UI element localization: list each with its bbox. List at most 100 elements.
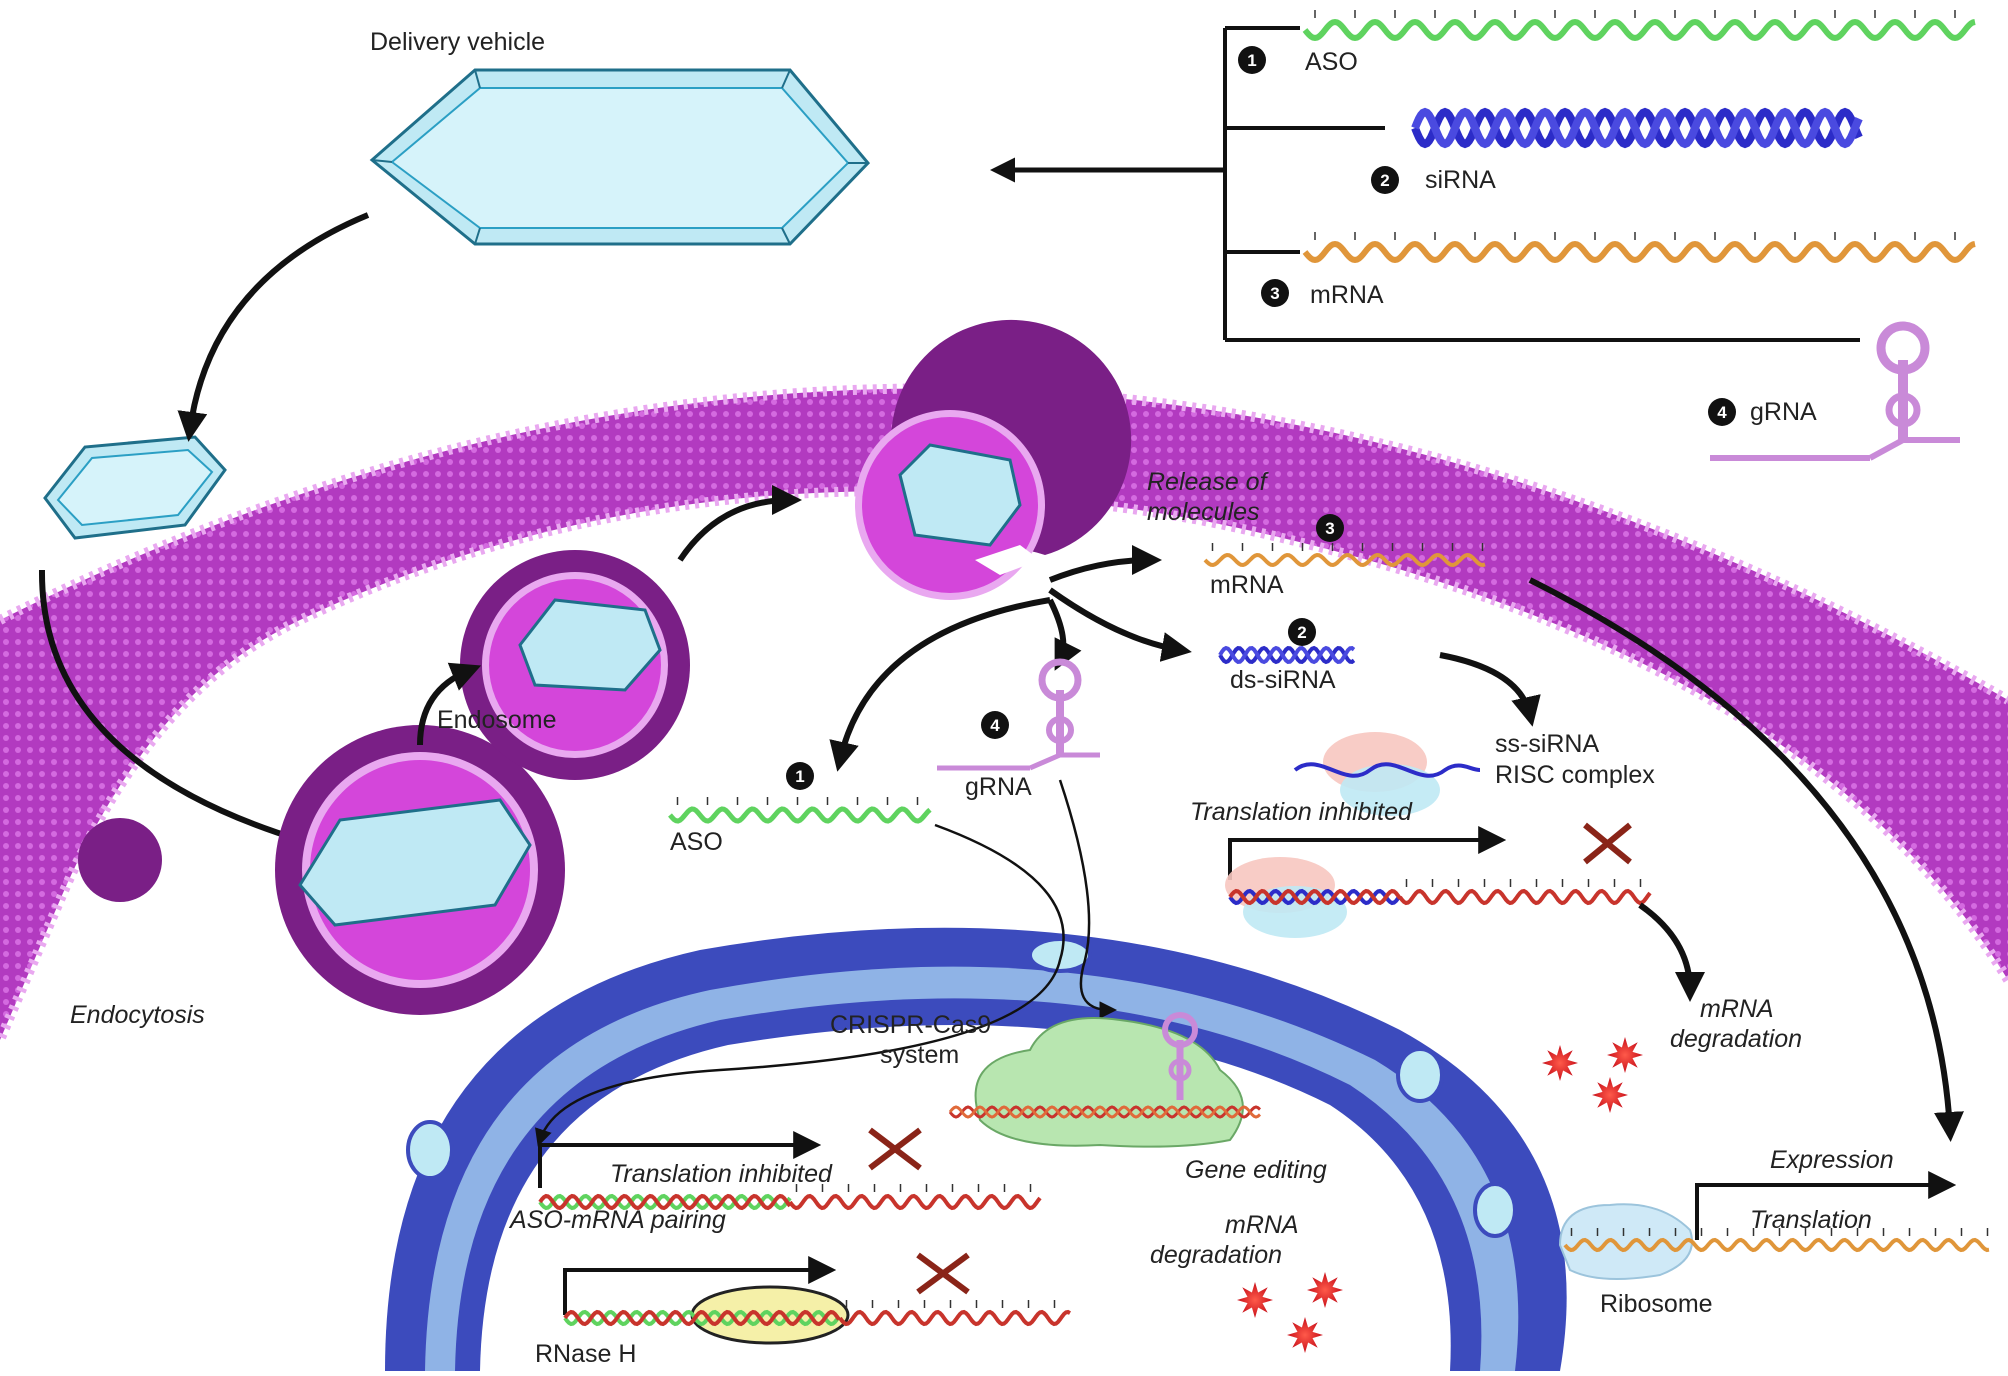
- mrna-strand: [1302, 232, 1976, 264]
- promoter-arrow-rnaseh: [563, 1256, 837, 1315]
- strand-path: [1411, 107, 1863, 149]
- expression-label: Expression: [1770, 1146, 1894, 1174]
- strand-path: [563, 1309, 841, 1327]
- degradation-star: [1607, 1037, 1643, 1073]
- aso-label: ASO: [670, 828, 723, 856]
- payload-badge-2: 2: [1371, 166, 1399, 194]
- svg-text:4: 4: [1717, 403, 1727, 422]
- degradation-stars-cyto: [1542, 1037, 1643, 1113]
- svg-text:3: 3: [1270, 284, 1279, 303]
- arrow-sirna-risc: [1439, 652, 1541, 727]
- arrow-crystal-shrink: [177, 212, 370, 442]
- payload-label-mrna: mRNA: [1310, 281, 1384, 309]
- endocytosis-label: Endocytosis: [70, 1001, 205, 1029]
- promoter-arrow-cyto: [1228, 826, 1507, 880]
- nuc-degradation-line2: degradation: [1150, 1241, 1282, 1269]
- grna-structure-top: [1710, 321, 1960, 461]
- sirna-helix: [1411, 107, 1863, 149]
- strand-path: [838, 1309, 1071, 1327]
- release-label-line1: Release of: [1147, 468, 1270, 496]
- payload-badge-1: 1: [1238, 46, 1266, 74]
- release-label-line2: molecules: [1147, 498, 1260, 526]
- ribosome-label: Ribosome: [1600, 1290, 1713, 1318]
- promoter-arrow-aso: [538, 1131, 822, 1188]
- cyto-ds-sirna: [1218, 645, 1356, 665]
- risc-label: RISC complex: [1495, 761, 1655, 789]
- strand-path: [1203, 552, 1486, 568]
- arrow-to-degradation: [1638, 902, 1705, 1002]
- svg-text:2: 2: [1297, 623, 1306, 642]
- arrow-to-endosome: [417, 662, 482, 746]
- payload-badge-3: 3: [1261, 279, 1289, 307]
- endosome-bud: [275, 725, 565, 1015]
- crispr-target-dna: [948, 1105, 1262, 1119]
- strand-path: [1228, 888, 1402, 906]
- strand-path: [1218, 645, 1356, 665]
- strand-path: [668, 806, 932, 824]
- cyto-aso-strand: [668, 797, 932, 824]
- nuc-degradation-line1: mRNA: [1225, 1211, 1299, 1239]
- payload-bracket: [990, 26, 1860, 342]
- strand-path: [788, 1193, 1042, 1211]
- ss-sirna-label: ss-siRNA: [1495, 730, 1599, 758]
- cyto-target-mrna: [1228, 879, 1652, 906]
- cross-aso: [868, 1127, 922, 1171]
- crispr-label-line1: CRISPR-Cas9: [830, 1011, 991, 1039]
- strand-path: [563, 1309, 841, 1327]
- promoter-arrow-expression: [1695, 1171, 1957, 1240]
- delivery-vehicle-label: Delivery vehicle: [370, 28, 545, 56]
- risc-complex: [1293, 732, 1481, 816]
- svg-text:1: 1: [795, 767, 804, 786]
- arrow-grna-nucleus: [1058, 779, 1117, 1019]
- cyto-grna: [937, 658, 1100, 771]
- degradation-star: [1542, 1045, 1578, 1081]
- svg-text:4: 4: [990, 716, 1000, 735]
- strand-path: [538, 1193, 792, 1211]
- payload-label-grna: gRNA: [1750, 398, 1817, 426]
- cyto-mrna-strand: [1203, 543, 1486, 568]
- endosome-rupturing: [855, 319, 1132, 600]
- strand-path: [948, 1105, 1262, 1119]
- svg-text:3: 3: [1325, 519, 1334, 538]
- ribosome: [1558, 1203, 1693, 1280]
- badge-3-cyto: 3: [1316, 514, 1344, 542]
- gene-editing-label: Gene editing: [1185, 1156, 1327, 1184]
- mrna-degradation-cyto-line1: mRNA: [1700, 995, 1774, 1023]
- strand-path: [1302, 18, 1976, 42]
- aso-mrna-pairing-label: ASO-mRNA pairing: [508, 1206, 726, 1234]
- expression-mrna: [1563, 1228, 1990, 1253]
- payload-label-aso: ASO: [1305, 48, 1358, 76]
- svg-text:1: 1: [1247, 51, 1256, 70]
- translation-inhibited-label: Translation inhibited: [1190, 798, 1413, 826]
- arrow-to-rupture: [677, 485, 802, 562]
- mrna-degradation-cyto-line2: degradation: [1670, 1025, 1802, 1053]
- small-crystal: [43, 435, 227, 540]
- strand-path: [1302, 240, 1976, 264]
- arrow-endocytosis: [38, 569, 312, 850]
- strand-path: [1228, 888, 1402, 906]
- strand-path: [1563, 1237, 1990, 1253]
- cross-rnaseh: [916, 1252, 970, 1295]
- degradation-star: [1307, 1272, 1343, 1308]
- grna-label: gRNA: [965, 773, 1032, 801]
- aso-translation-inhibited-label: Translation inhibited: [610, 1160, 833, 1188]
- aso-mrna-duplex: [538, 1184, 1042, 1211]
- svg-text:2: 2: [1380, 171, 1389, 190]
- arrow-mrna-expression: [1528, 577, 1964, 1142]
- endosome: [460, 550, 690, 780]
- badge-1-cyto: 1: [786, 762, 814, 790]
- degradation-star: [1287, 1317, 1323, 1353]
- payload-badge-4: 4: [1708, 398, 1736, 426]
- cyto-mrna-label: mRNA: [1210, 571, 1284, 599]
- badge-4-cyto: 4: [981, 711, 1009, 739]
- endosome-label: Endosome: [437, 706, 557, 734]
- degradation-stars-nucleus: [1237, 1272, 1343, 1353]
- release-arrows: [829, 545, 1192, 772]
- rnase-h-label: RNase H: [535, 1340, 636, 1368]
- ds-sirna-label: ds-siRNA: [1230, 666, 1336, 694]
- degradation-star: [1592, 1077, 1628, 1113]
- translation-label: Translation: [1750, 1206, 1872, 1234]
- badge-2-cyto: 2: [1288, 618, 1316, 646]
